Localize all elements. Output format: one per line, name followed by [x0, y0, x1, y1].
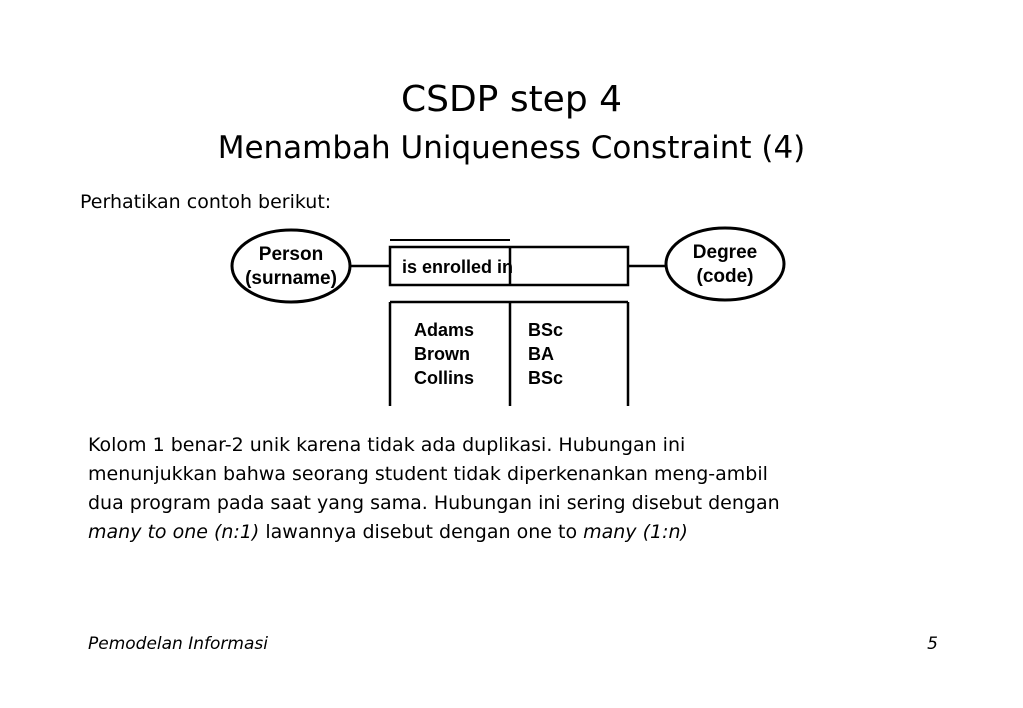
entity-degree-shape: [664, 226, 786, 302]
explanation-fragment: lawannya disebut dengan one to: [259, 521, 584, 543]
population-table: Adams BSc Brown BA Collins BSc: [388, 300, 630, 406]
explanation-line: many to one (n:1) lawannya disebut denga…: [88, 518, 968, 547]
entity-person-shape: [230, 228, 352, 304]
footer-page-number: 5: [927, 634, 938, 654]
intro-text: Perhatikan contoh berikut:: [80, 191, 332, 213]
entity-person: Person (surname): [230, 228, 352, 304]
explanation-line: dua program pada saat yang sama. Hubunga…: [88, 492, 780, 514]
fact-type: is enrolled in: [388, 245, 630, 287]
table-cell: Adams: [414, 320, 474, 340]
footer-course-name: Pemodelan Informasi: [88, 634, 268, 654]
explanation-text: Kolom 1 benar-2 unik karena tidak ada du…: [88, 431, 968, 547]
entity-degree-name: Degree: [693, 242, 757, 263]
table-cell: BA: [528, 344, 554, 364]
table-cell: Collins: [414, 368, 474, 388]
term-one-to-many: many (1:n): [583, 521, 688, 543]
fact-type-label: is enrolled in: [402, 257, 513, 277]
entity-degree-ref: (code): [697, 266, 754, 287]
explanation-line: menunjukkan bahwa seorang student tidak …: [88, 463, 768, 485]
explanation-line: Kolom 1 benar-2 unik karena tidak ada du…: [88, 434, 686, 456]
entity-degree: Degree (code): [664, 226, 786, 302]
term-many-to-one: many to one (n:1): [88, 521, 260, 543]
entity-person-ref: (surname): [245, 268, 337, 289]
slide-subtitle: Menambah Uniqueness Constraint (4): [217, 130, 806, 166]
table-cell: BSc: [528, 368, 563, 388]
table-cell: BSc: [528, 320, 563, 340]
entity-person-name: Person: [259, 244, 323, 265]
orm-diagram: Person (surname) Degree (code) is enroll…: [230, 226, 786, 406]
slide-title: CSDP step 4: [400, 79, 623, 120]
table-cell: Brown: [414, 344, 470, 364]
